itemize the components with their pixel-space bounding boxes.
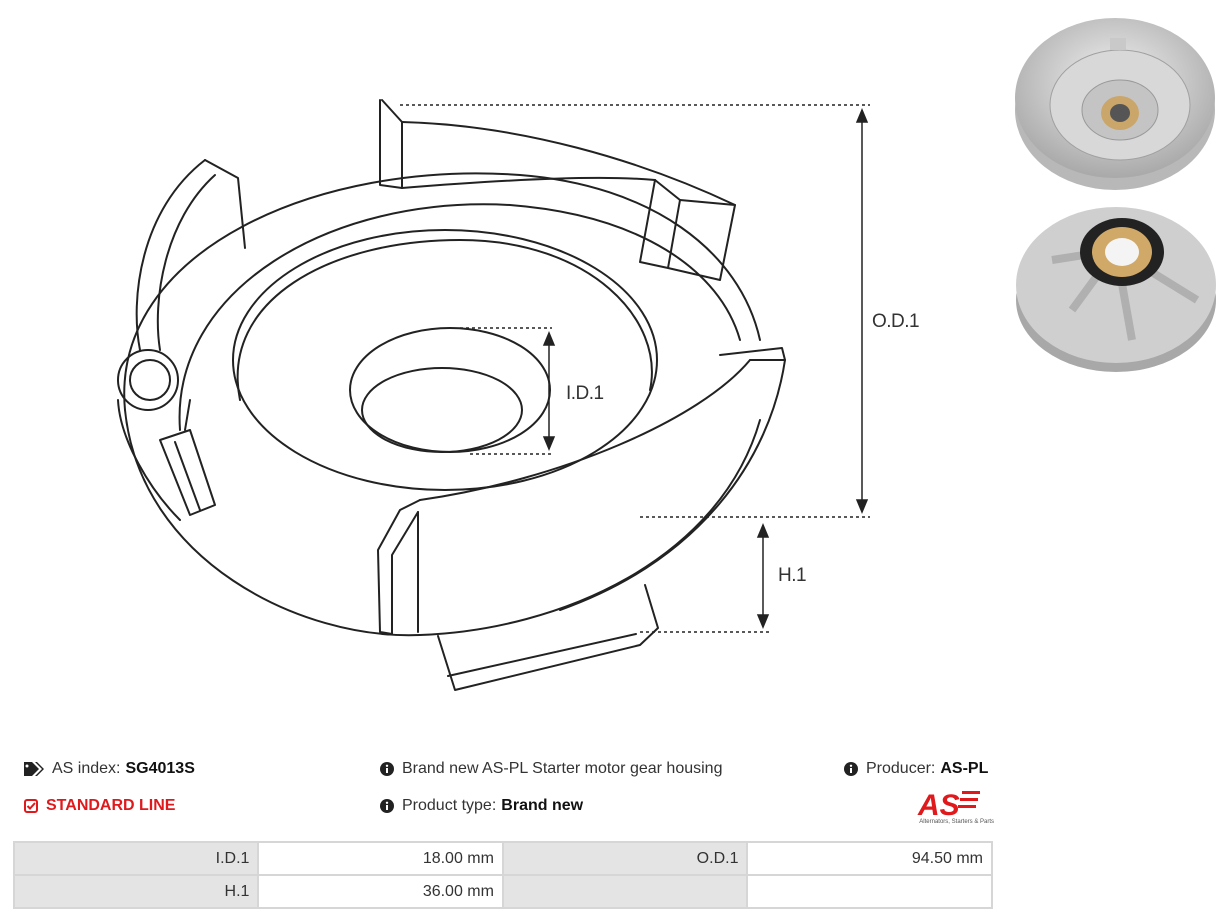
spec-label: H.1 [12, 874, 260, 909]
gear-housing-drawing [117, 99, 870, 691]
product-photo-top [1015, 18, 1215, 190]
h-dimension-label: H.1 [778, 565, 807, 586]
as-pl-logo: AS [917, 789, 980, 822]
tags-icon [24, 762, 44, 776]
info-icon [380, 799, 394, 813]
spec-label: I.D.1 [12, 841, 260, 876]
spec-label: O.D.1 [501, 841, 749, 876]
spec-value: 18.00 mm [257, 841, 504, 876]
product-photo-bottom [1016, 207, 1216, 372]
logo-caption: Alternators, Starters & Parts [919, 819, 994, 825]
table-row: H.1 36.00 mm [12, 874, 993, 909]
info-icon [844, 762, 858, 776]
description-text: Brand new AS-PL Starter motor gear housi… [402, 760, 723, 777]
info-icon [380, 762, 394, 776]
product-type-value: Brand new [501, 797, 584, 814]
producer-label: Producer: [866, 760, 936, 777]
spec-value: 94.50 mm [746, 841, 993, 876]
table-row: I.D.1 18.00 mm O.D.1 94.50 mm [12, 841, 993, 876]
standard-line-badge: STANDARD LINE [24, 797, 175, 815]
as-index: AS index: SG4013S [24, 760, 195, 778]
check-square-icon [24, 799, 38, 813]
product-type-label: Product type: [402, 797, 497, 814]
product-type: Product type: Brand new [380, 797, 583, 815]
specs-table: I.D.1 18.00 mm O.D.1 94.50 mm H.1 36.00 … [12, 841, 993, 909]
producer: Producer: AS-PL [844, 760, 988, 778]
id-dimension-label: I.D.1 [566, 383, 604, 404]
as-index-label: AS index: [52, 760, 121, 777]
as-index-value: SG4013S [125, 760, 195, 777]
standard-line-text: STANDARD LINE [46, 797, 176, 814]
description: Brand new AS-PL Starter motor gear housi… [380, 760, 722, 778]
logo-mark: AS [917, 789, 960, 822]
spec-value [746, 874, 993, 909]
producer-value: AS-PL [940, 760, 989, 777]
spec-label [501, 874, 749, 909]
od-dimension-label: O.D.1 [872, 311, 920, 332]
spec-value: 36.00 mm [257, 874, 504, 909]
